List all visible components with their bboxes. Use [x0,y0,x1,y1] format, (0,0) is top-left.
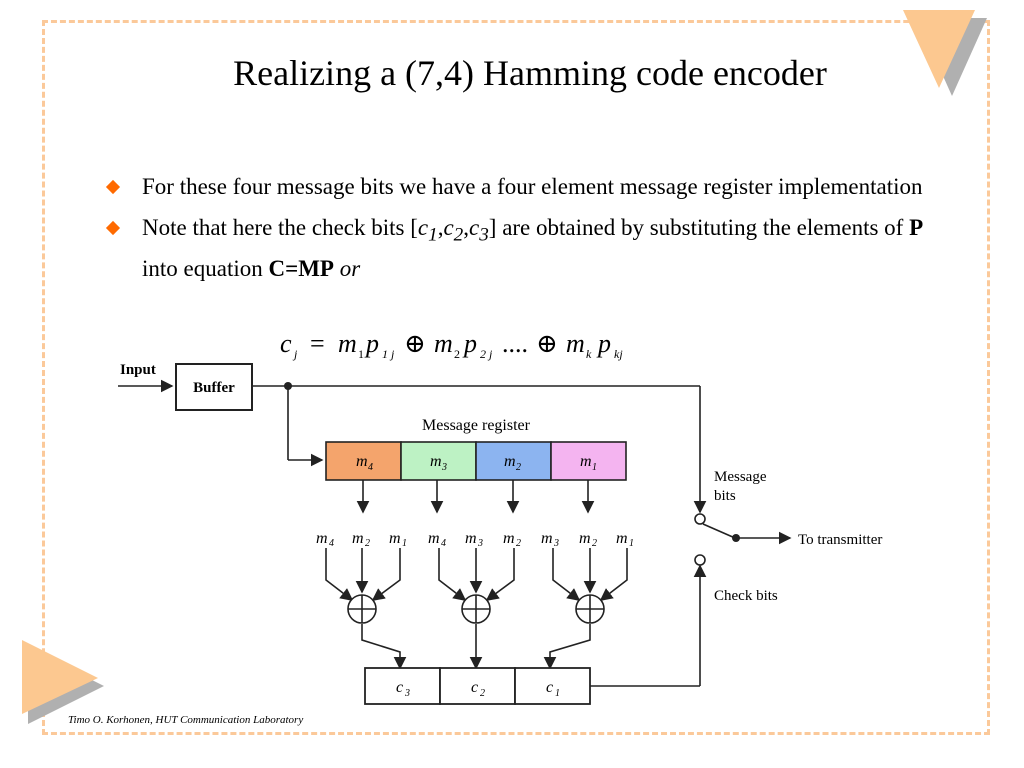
message-bits-label: bits [714,488,736,504]
tap-label: m [352,530,364,547]
check-c1-label: c [546,679,553,696]
check-bits-label: Check bits [714,588,778,604]
buffer-box [175,363,253,411]
register-m1-label: m [580,453,592,470]
eq-dots: .... [502,329,528,358]
tap-sub: 3 [477,538,483,549]
to-transmitter-label: To transmitter [798,532,882,548]
eq-mk-sub: k [586,347,592,361]
eq-p1: p [364,329,379,358]
register-cell-m2 [475,441,552,481]
buffer-label: Buffer [193,380,235,396]
slide-title: Realizing a (7,4) Hamming code encoder [233,53,827,93]
tap-label: m [428,530,440,547]
check-bit-c1: c [417,215,429,240]
check-c1-sub: 1 [555,688,560,699]
bullet-text: For these four message bits we have a fo… [142,174,923,199]
tap-sub: 1 [629,538,634,549]
eq-c-sub: j [292,347,298,361]
matrix-p: P [909,215,924,240]
bullet-text-or: or [333,255,361,281]
check-cell-c3 [364,667,441,705]
check-bit-c3-sub: 3 [479,224,489,246]
register-m1-sub: 1 [592,462,597,473]
xor-gate-icon [347,594,377,624]
eq-equals: = [310,329,325,358]
register-m2-sub: 2 [516,462,521,473]
xor-gate-icon [575,594,605,624]
eq-pk-sub: kj [614,347,623,361]
eq-mk: m [566,329,585,358]
corner-triangle-bottom [22,640,104,724]
tap-label: m [503,530,515,547]
equation-cmp: C=MP [268,255,334,281]
eq-xor1: ⊕ [404,329,426,358]
check-bit-c3: c [468,215,480,240]
tap-label: m [316,530,328,547]
message-bits-label: Message [714,469,767,485]
check-register: c 3 c 2 c 1 [364,667,591,705]
check-c2-sub: 2 [480,688,485,699]
tap-sub: 2 [516,538,521,549]
footer-credit: Timo O. Korhonen, HUT Communication Labo… [68,714,304,726]
check-c2-label: c [471,679,478,696]
bullet-text-pre: Note that here the check bits [ [142,215,418,240]
tap-label: m [579,530,591,547]
input-label: Input [120,362,156,378]
tap-label: m [465,530,477,547]
eq-m1: m [338,329,357,358]
junction-dot [284,382,292,390]
tap-sub: 2 [365,538,370,549]
tap-label: m [616,530,628,547]
register-cell-m3 [400,441,477,481]
tap-labels: m 4 m 2 m 1 m 4 m 3 m 2 m 3 m 2 m 1 [316,530,634,549]
tap-label: m [541,530,553,547]
switch-contact-check [694,554,706,566]
register-m3-sub: 3 [441,462,447,473]
register-m4-sub: 4 [368,462,373,473]
bullet-item: For these four message bits we have a fo… [105,170,958,203]
tap-sub: 4 [441,538,446,549]
register-cell-m1 [550,441,627,481]
check-c3-label: c [396,679,403,696]
bullet-text-into: into equation [142,255,269,281]
message-register: m 4 m 3 m 2 m 1 [325,441,627,481]
switch-contact-message [694,513,706,525]
eq-p2-sub: 2 j [480,347,493,361]
tap-sub: 3 [553,538,559,549]
check-bit-c2: c [443,215,454,240]
eq-c: c [280,329,292,358]
check-cell-c2 [439,667,516,705]
register-m2-label: m [504,453,516,470]
check-bit-c1-sub: 1 [428,224,438,246]
tap-label: m [389,530,401,547]
check-c3-sub: 3 [404,688,410,699]
bullet-list: For these four message bits we have a fo… [105,170,958,293]
register-m3-label: m [430,453,442,470]
message-register-label: Message register [422,417,531,434]
eq-m2: m [434,329,453,358]
check-bit-c2-sub: 2 [453,224,464,246]
eq-xor2: ⊕ [536,329,558,358]
bullet-item: Note that here the check bits [c1,c2,c3]… [105,211,958,285]
tap-sub: 2 [592,538,597,549]
eq-p2: p [462,329,477,358]
check-cell-c1 [514,667,591,705]
slide-frame [42,20,990,735]
bullet-text-mid: ] are obtained by substituting the eleme… [488,215,910,240]
corner-triangle-top [903,10,987,96]
eq-m2-sub: 2 [454,347,460,361]
eq-p1-sub: 1 j [382,347,395,361]
switch-pivot [732,534,740,542]
tap-sub: 4 [329,538,334,549]
tap-sub: 1 [402,538,407,549]
xor-gate-icon [461,594,491,624]
eq-pk: p [596,329,611,358]
register-m4-label: m [356,453,368,470]
eq-m1-sub: 1 [358,347,364,361]
encoder-equation: c j = m 1 p 1 j ⊕ m 2 p 2 j .... ⊕ m k p… [280,329,623,361]
